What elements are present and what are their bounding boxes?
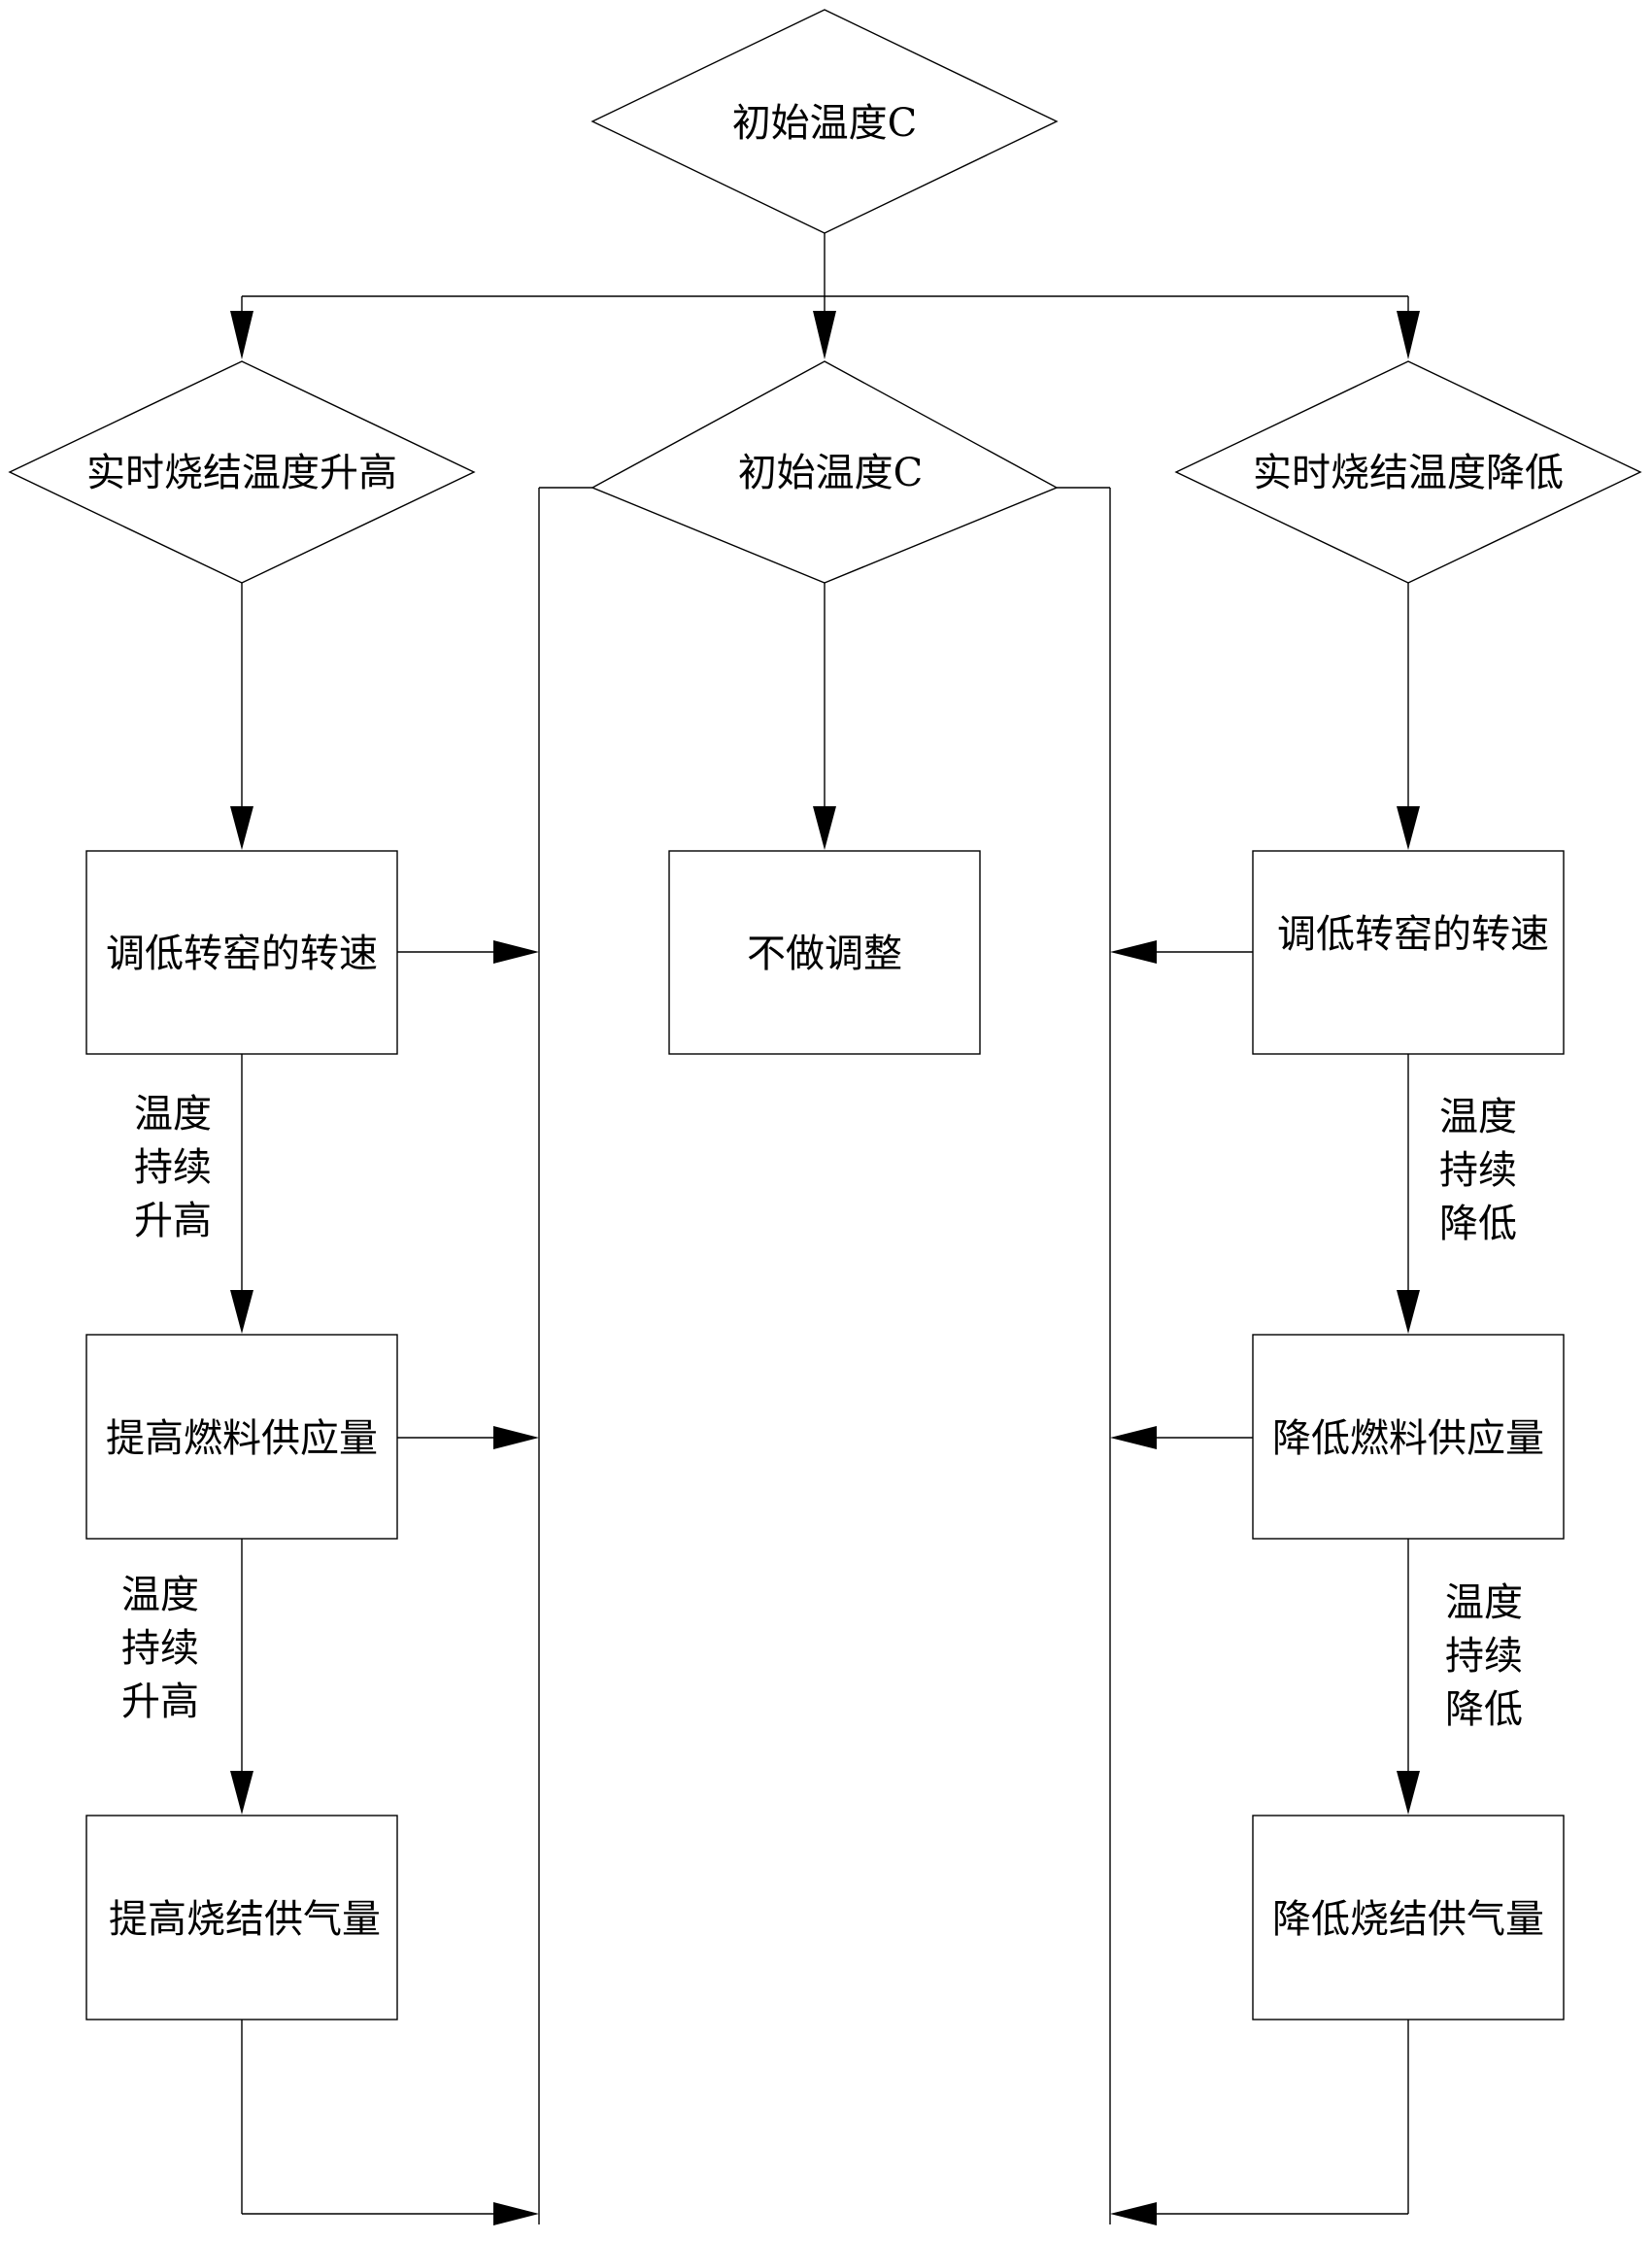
left-decision-diamond [8, 360, 476, 584]
center-step-box [668, 850, 981, 1055]
center-step-label: 不做调整 [747, 932, 902, 976]
edge-label-left-2-line2: 持续 [121, 1626, 199, 1671]
arrowhead-down-center-step [813, 806, 836, 850]
left-step1-label: 调低转窑的转速 [106, 932, 378, 976]
arrowhead-right-left-step1 [493, 940, 539, 964]
connectors [241, 233, 1409, 2224]
edge-label-left-2-line1: 温度 [121, 1573, 199, 1617]
arrowhead-down-right-step2 [1397, 1290, 1420, 1334]
edge-label-right-2: 温度 持续 降低 [1445, 1580, 1523, 1732]
arrowhead-down-right-step1 [1397, 806, 1420, 850]
left-step3-label: 提高烧结供气量 [109, 1897, 381, 1942]
edge-label-right-2-line3: 降低 [1445, 1687, 1523, 1732]
arrowhead-left-right-step3 [1110, 2202, 1157, 2225]
left-step3: 提高烧结供气量 [85, 1815, 398, 2020]
edge-label-right-1-line2: 持续 [1439, 1148, 1517, 1193]
right-step1: 调低转窑的转速 [1252, 850, 1565, 1055]
arrowhead-down-center-decision [813, 311, 836, 359]
top-decision: 初始温度C [590, 9, 1059, 234]
right-step2-label: 降低燃料供应量 [1272, 1416, 1544, 1461]
edge-label-right-2-line1: 温度 [1445, 1580, 1523, 1625]
right-step1-label: 调低转窑的转速 [1277, 912, 1549, 957]
edge-label-right-1: 温度 持续 降低 [1439, 1095, 1517, 1246]
left-step2: 提高燃料供应量 [85, 1334, 398, 1540]
center-decision: 初始温度C [590, 360, 1059, 584]
edge-label-left-1: 温度 持续 升高 [134, 1092, 212, 1243]
left-decision: 实时烧结温度升高 [8, 360, 476, 584]
right-step1-box [1252, 850, 1565, 1055]
arrowhead-down-left-decision [230, 311, 253, 359]
center-step: 不做调整 [668, 850, 981, 1055]
edge-label-right-1-line3: 降低 [1439, 1202, 1517, 1246]
top-decision-diamond [590, 9, 1059, 234]
edge-label-left-2: 温度 持续 升高 [121, 1573, 199, 1724]
right-decision-label: 实时烧结温度降低 [1253, 451, 1564, 495]
arrowhead-left-right-step2 [1110, 1426, 1157, 1449]
left-step1-box [85, 850, 398, 1055]
left-step3-box [85, 1815, 398, 2020]
edge-label-left-1-line1: 温度 [134, 1092, 212, 1137]
right-decision-diamond [1174, 360, 1642, 584]
left-step1: 调低转窑的转速 [85, 850, 398, 1055]
arrowhead-right-left-step3 [493, 2202, 539, 2225]
right-decision: 实时烧结温度降低 [1174, 360, 1642, 584]
edge-label-right-2-line2: 持续 [1445, 1634, 1523, 1679]
arrowhead-down-left-step1 [230, 806, 253, 850]
arrowhead-down-left-step3 [230, 1771, 253, 1815]
center-decision-diamond [590, 360, 1059, 584]
left-decision-label: 实时烧结温度升高 [86, 451, 397, 495]
arrowhead-left-right-step1 [1110, 940, 1157, 964]
right-step3-label: 降低烧结供气量 [1272, 1897, 1544, 1942]
edge-label-left-1-line3: 升高 [134, 1199, 212, 1243]
edge-label-right-1-line1: 温度 [1439, 1095, 1517, 1139]
top-decision-label: 初始温度C [732, 101, 918, 146]
edge-label-left-1-line2: 持续 [134, 1145, 212, 1190]
arrowhead-down-right-step3 [1397, 1771, 1420, 1815]
edge-label-left-2-line3: 升高 [121, 1680, 199, 1724]
left-step2-box [85, 1334, 398, 1540]
right-step2-box [1252, 1334, 1565, 1540]
center-decision-label: 初始温度C [738, 451, 924, 495]
arrowhead-down-left-step2 [230, 1290, 253, 1334]
left-step2-label: 提高燃料供应量 [106, 1416, 378, 1461]
right-step3: 降低烧结供气量 [1252, 1815, 1565, 2020]
arrowheads [230, 311, 1420, 2225]
right-step3-box [1252, 1815, 1565, 2020]
arrowhead-right-left-step2 [493, 1426, 539, 1449]
right-step2: 降低燃料供应量 [1252, 1334, 1565, 1540]
arrowhead-down-right-decision [1397, 311, 1420, 359]
